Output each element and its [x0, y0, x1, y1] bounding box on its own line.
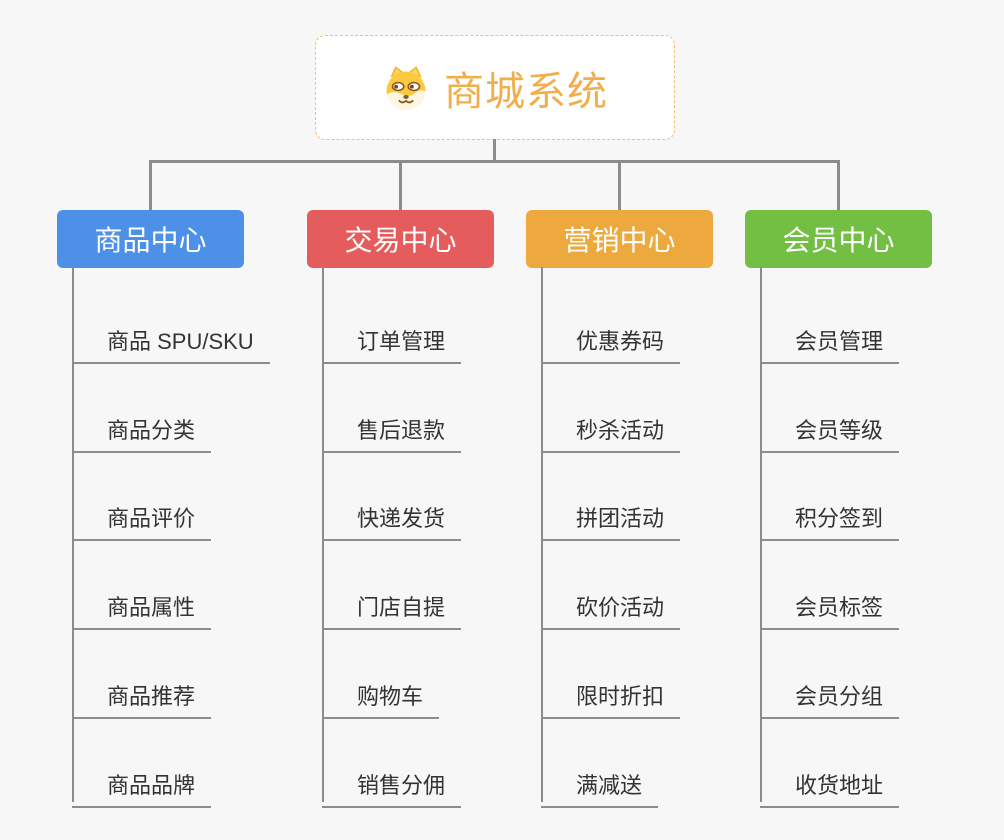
- leaf-label: 会员管理: [795, 329, 884, 354]
- leaf-node[interactable]: 会员管理: [760, 314, 900, 364]
- branch-label: 交易中心: [344, 225, 457, 256]
- leaf-label: 售后退款: [357, 418, 446, 443]
- leaf-label: 订单管理: [357, 329, 446, 354]
- branch-label: 会员中心: [782, 225, 895, 256]
- leaf-label: 会员等级: [795, 418, 884, 443]
- leaf-label: 商品属性: [107, 595, 196, 620]
- leaf-node[interactable]: 商品属性: [72, 580, 212, 630]
- leaf-label: 商品推荐: [107, 684, 196, 709]
- leaf-node[interactable]: 商品品牌: [72, 758, 212, 808]
- connector-root-stem: [493, 139, 496, 162]
- branch-node-0[interactable]: 商品中心: [57, 210, 244, 268]
- leaf-node[interactable]: 会员等级: [760, 403, 900, 453]
- leaf-node[interactable]: 售后退款: [322, 403, 462, 453]
- leaf-node[interactable]: 会员分组: [760, 669, 900, 719]
- connector-drop: [618, 160, 621, 212]
- connector-drop: [837, 160, 840, 212]
- leaf-label: 门店自提: [357, 595, 446, 620]
- leaf-node[interactable]: 限时折扣: [541, 669, 681, 719]
- leaf-label: 会员标签: [795, 595, 884, 620]
- connector-drop: [399, 160, 402, 212]
- leaf-node[interactable]: 商品推荐: [72, 669, 212, 719]
- leaf-node[interactable]: 收货地址: [760, 758, 900, 808]
- leaf-node[interactable]: 商品分类: [72, 403, 212, 453]
- leaf-label: 购物车: [357, 684, 424, 709]
- leaf-label: 快递发货: [357, 506, 446, 531]
- connector-branch-vline: [760, 267, 762, 802]
- leaf-label: 商品分类: [107, 418, 196, 443]
- connector-branch-vline: [72, 267, 74, 802]
- leaf-node[interactable]: 积分签到: [760, 491, 900, 541]
- leaf-label: 积分签到: [795, 506, 884, 531]
- root-topic-label: 商城系统: [444, 69, 608, 114]
- leaf-node[interactable]: 砍价活动: [541, 580, 681, 630]
- branch-node-2[interactable]: 营销中心: [526, 210, 713, 268]
- leaf-node[interactable]: 商品 SPU/SKU: [72, 314, 270, 364]
- connector-branch-vline: [322, 267, 324, 802]
- leaf-label: 商品品牌: [107, 773, 196, 798]
- root-topic-node[interactable]: 商城系统: [315, 35, 675, 140]
- leaf-label: 拼团活动: [576, 506, 665, 531]
- leaf-node[interactable]: 商品评价: [72, 491, 212, 541]
- branch-node-3[interactable]: 会员中心: [745, 210, 932, 268]
- leaf-node[interactable]: 订单管理: [322, 314, 462, 364]
- connector-branch-vline: [541, 267, 543, 802]
- leaf-label: 秒杀活动: [576, 418, 665, 443]
- leaf-node[interactable]: 会员标签: [760, 580, 900, 630]
- leaf-label: 商品 SPU/SKU: [107, 329, 254, 354]
- leaf-label: 销售分佣: [357, 773, 446, 798]
- branch-label: 营销中心: [563, 225, 676, 256]
- leaf-label: 满减送: [576, 773, 643, 798]
- leaf-node[interactable]: 优惠券码: [541, 314, 681, 364]
- leaf-node[interactable]: 购物车: [322, 669, 440, 719]
- leaf-node[interactable]: 满减送: [541, 758, 659, 808]
- leaf-node[interactable]: 拼团活动: [541, 491, 681, 541]
- leaf-node[interactable]: 销售分佣: [322, 758, 462, 808]
- leaf-node[interactable]: 快递发货: [322, 491, 462, 541]
- branch-label: 商品中心: [94, 225, 207, 256]
- doge-icon: [386, 65, 426, 110]
- connector-drop: [149, 160, 152, 212]
- leaf-label: 优惠券码: [576, 329, 665, 354]
- leaf-node[interactable]: 秒杀活动: [541, 403, 681, 453]
- leaf-label: 限时折扣: [576, 684, 665, 709]
- leaf-label: 收货地址: [795, 773, 884, 798]
- leaf-label: 商品评价: [107, 506, 196, 531]
- branch-node-1[interactable]: 交易中心: [307, 210, 494, 268]
- leaf-label: 会员分组: [795, 684, 884, 709]
- connector-hbar: [149, 160, 840, 163]
- leaf-node[interactable]: 门店自提: [322, 580, 462, 630]
- leaf-label: 砍价活动: [576, 595, 665, 620]
